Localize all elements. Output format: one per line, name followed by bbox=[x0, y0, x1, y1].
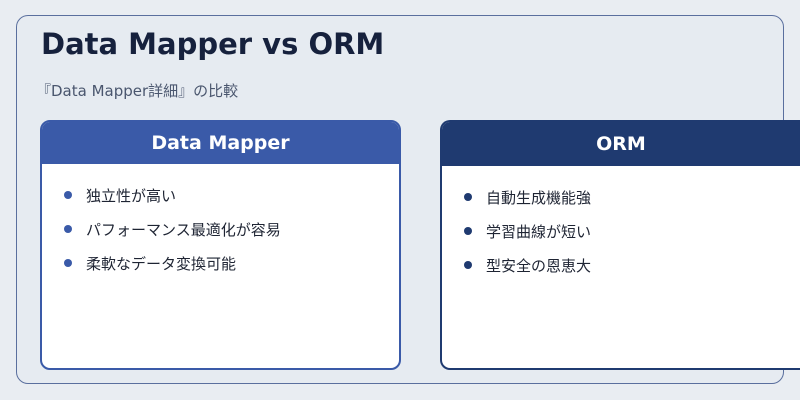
page-title: Data Mapper vs ORM bbox=[41, 27, 385, 61]
bullet-icon bbox=[64, 191, 72, 199]
bullet-icon bbox=[64, 225, 72, 233]
orm-card-header: ORM bbox=[442, 122, 800, 166]
list-item-text: 自動生成機能強 bbox=[486, 189, 592, 207]
list-item: 学習曲線が短い bbox=[464, 222, 800, 256]
orm-list: 自動生成機能強 学習曲線が短い 型安全の恩恵大 bbox=[442, 166, 800, 290]
list-item-text: 学習曲線が短い bbox=[486, 223, 592, 241]
orm-card: ORM 自動生成機能強 学習曲線が短い 型安全の恩恵大 bbox=[440, 120, 800, 370]
data-mapper-card: Data Mapper 独立性が高い パフォーマンス最適化が容易 柔軟なデータ変… bbox=[40, 120, 401, 370]
list-item: 自動生成機能強 bbox=[464, 188, 800, 222]
list-item-text: パフォーマンス最適化が容易 bbox=[86, 221, 281, 239]
list-item-text: 型安全の恩恵大 bbox=[486, 257, 592, 275]
bullet-icon bbox=[64, 259, 72, 267]
bullet-icon bbox=[464, 227, 472, 235]
list-item: 型安全の恩恵大 bbox=[464, 256, 800, 290]
list-item: パフォーマンス最適化が容易 bbox=[64, 220, 399, 254]
list-item: 独立性が高い bbox=[64, 186, 399, 220]
bullet-icon bbox=[464, 193, 472, 201]
list-item-text: 柔軟なデータ変換可能 bbox=[86, 255, 237, 273]
bullet-icon bbox=[464, 261, 472, 269]
page-subtitle: 『Data Mapper詳細』の比較 bbox=[36, 82, 239, 100]
data-mapper-list: 独立性が高い パフォーマンス最適化が容易 柔軟なデータ変換可能 bbox=[42, 164, 399, 288]
data-mapper-card-header: Data Mapper bbox=[42, 122, 399, 164]
list-item-text: 独立性が高い bbox=[86, 187, 177, 205]
list-item: 柔軟なデータ変換可能 bbox=[64, 254, 399, 288]
